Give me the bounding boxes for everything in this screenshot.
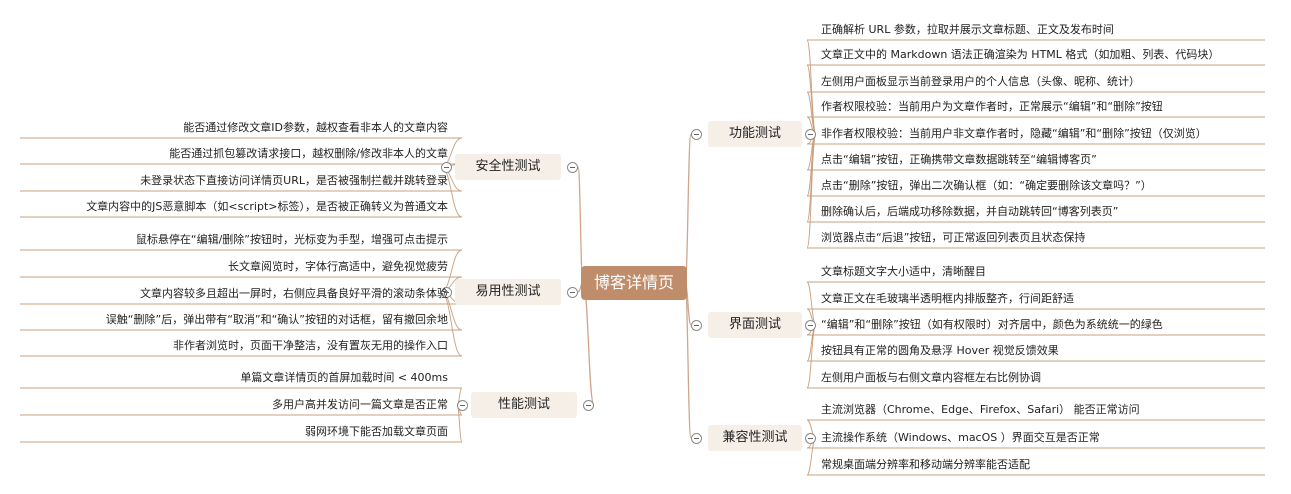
leaf-compatibility-3[interactable]: 常规桌面端分辨率和移动端分辨率能否适配	[821, 458, 1030, 471]
root-node[interactable]: 博客详情页	[581, 266, 687, 300]
collapse-toggle-icon[interactable]	[567, 162, 578, 173]
leaf-usability-1[interactable]: 鼠标悬停在“编辑/删除”按钮时，光标变为手型，增强可点击提示	[135, 233, 448, 246]
leaf-connector	[806, 133, 1265, 249]
collapse-toggle-icon[interactable]	[691, 433, 702, 444]
leaf-functional-3[interactable]: 左侧用户面板显示当前登录用户的个人信息（头像、昵称、统计）	[821, 75, 1140, 88]
leaf-functional-7[interactable]: 点击“删除”按钮，弹出二次确认框（如：“确定要删除该文章吗？”）	[821, 179, 1152, 192]
root-branch-connector	[582, 282, 595, 406]
leaf-functional-2[interactable]: 文章正文中的 Markdown 语法正确渲染为 HTML 格式（如加粗、列表、代…	[821, 48, 1220, 61]
leaf-functional-9[interactable]: 浏览器点击“后退”按钮，可正常返回列表页且状态保持	[821, 231, 1086, 244]
leaf-security-3[interactable]: 未登录状态下直接访问详情页URL，是否被强制拦截并跳转登录	[140, 174, 448, 187]
leaf-ui-1[interactable]: 文章标题文字大小适中，清晰醒目	[821, 265, 986, 278]
leaf-security-2[interactable]: 能否通过抓包篡改请求接口，越权删除/修改非本人的文章	[169, 147, 448, 160]
leaf-security-1[interactable]: 能否通过修改文章ID参数，越权查看非本人的文章内容	[183, 121, 448, 134]
branch-functional[interactable]: 功能测试	[708, 121, 802, 147]
branch-performance[interactable]: 性能测试	[471, 392, 577, 418]
leaf-usability-2[interactable]: 长文章阅览时，字体行高适中，避免视觉疲劳	[228, 260, 448, 273]
leaf-compatibility-2[interactable]: 主流操作系统（Windows、macOS ）界面交互是否正常	[821, 431, 1100, 444]
leaf-ui-4[interactable]: 按钮具有正常的圆角及悬浮 Hover 视觉反馈效果	[821, 344, 1059, 357]
collapse-toggle-icon[interactable]	[583, 400, 594, 411]
leaf-functional-8[interactable]: 删除确认后，后端成功移除数据，并自动跳转回“博客列表页”	[821, 205, 1119, 218]
branch-usability[interactable]: 易用性测试	[455, 279, 561, 305]
collapse-toggle-icon[interactable]	[457, 400, 468, 411]
leaf-performance-3[interactable]: 弱网环境下能否加载文章页面	[305, 425, 448, 438]
leaf-usability-3[interactable]: 文章内容较多且超出一屏时，右侧应具备良好平滑的滚动条体验	[140, 287, 448, 300]
leaf-performance-1[interactable]: 单篇文章详情页的首屏加载时间 < 400ms	[240, 371, 448, 384]
collapse-toggle-icon[interactable]	[441, 287, 452, 298]
leaf-functional-4[interactable]: 作者权限校验：当前用户为文章作者时，正常展示“编辑”和“删除”按钮	[821, 100, 1163, 113]
leaf-functional-6[interactable]: 点击“编辑”按钮，正确携带文章数据跳转至“编辑博客页”	[821, 153, 1097, 166]
leaf-functional-5[interactable]: 非作者权限校验：当前用户非文章作者时，隐藏“编辑”和“删除”按钮（仅浏览）	[821, 127, 1207, 140]
leaf-compatibility-1[interactable]: 主流浏览器（Chrome、Edge、Firefox、Safari） 能否正常访问	[821, 403, 1140, 416]
leaf-connector	[20, 163, 463, 168]
leaf-functional-1[interactable]: 正确解析 URL 参数，拉取并展示文章标题、正文及发布时间	[821, 23, 1114, 36]
collapse-toggle-icon[interactable]	[805, 129, 816, 140]
collapse-toggle-icon[interactable]	[441, 162, 452, 173]
leaf-security-4[interactable]: 文章内容中的JS恶意脚本（如<script>标签），是否被正确转义为普通文本	[86, 200, 448, 213]
collapse-toggle-icon[interactable]	[691, 320, 702, 331]
branch-ui[interactable]: 界面测试	[708, 312, 802, 338]
leaf-ui-3[interactable]: “编辑”和“删除”按钮（如有权限时）对齐居中，颜色为系统统一的绿色	[821, 318, 1163, 331]
leaf-usability-4[interactable]: 误触“删除”后，弹出带有“取消”和“确认”按钮的对话框，留有撤回余地	[105, 313, 448, 326]
collapse-toggle-icon[interactable]	[691, 129, 702, 140]
leaf-ui-2[interactable]: 文章正文在毛玻璃半透明框内排版整齐，行间距舒适	[821, 292, 1074, 305]
collapse-toggle-icon[interactable]	[567, 287, 578, 298]
branch-security[interactable]: 安全性测试	[455, 154, 561, 180]
collapse-toggle-icon[interactable]	[805, 433, 816, 444]
leaf-usability-5[interactable]: 非作者浏览时，页面干净整洁，没有置灰无用的操作入口	[173, 339, 448, 352]
root-branch-connector	[684, 133, 692, 284]
leaf-ui-5[interactable]: 左侧用户面板与右侧文章内容框左右比例协调	[821, 371, 1041, 384]
collapse-toggle-icon[interactable]	[805, 320, 816, 331]
branch-compatibility[interactable]: 兼容性测试	[708, 425, 802, 451]
leaf-performance-2[interactable]: 多用户高并发访问一篇文章是否正常	[272, 398, 448, 411]
